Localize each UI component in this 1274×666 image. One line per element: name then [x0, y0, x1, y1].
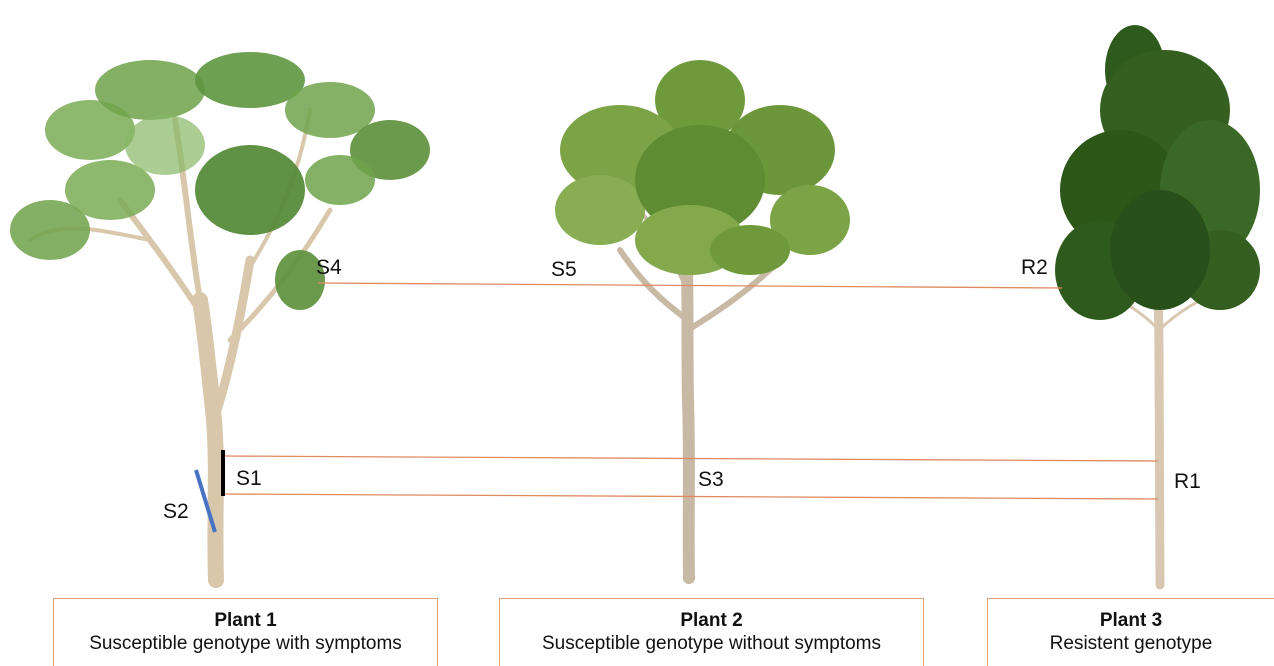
plant-1-title: Plant 1 [54, 610, 437, 632]
plant-1-tree [10, 52, 430, 580]
label-r1: R1 [1174, 470, 1201, 493]
plant-2-foliage [555, 60, 850, 275]
plant-3-title: Plant 3 [988, 610, 1274, 632]
plant-2-title: Plant 2 [500, 610, 923, 632]
plant-2-tree [555, 60, 850, 578]
label-s5: S5 [551, 258, 577, 281]
plant-3-foliage [1055, 25, 1260, 320]
plant-3-caption-box: Plant 3 Resistent genotype [987, 598, 1274, 666]
plant-3-tree [1055, 25, 1260, 585]
label-s3: S3 [698, 468, 724, 491]
label-s1: S1 [236, 467, 262, 490]
plant-3-description: Resistent genotype [988, 632, 1274, 656]
plant-2-caption-box: Plant 2 Susceptible genotype without sym… [499, 598, 924, 666]
label-s2: S2 [163, 500, 189, 523]
label-r2: R2 [1021, 256, 1048, 279]
plant-1-description: Susceptible genotype with symptoms [54, 632, 437, 656]
label-s4: S4 [316, 256, 342, 279]
plant-1-caption-box: Plant 1 Susceptible genotype with sympto… [53, 598, 438, 666]
plant-3-trunk [1100, 280, 1220, 585]
plant-2-description: Susceptible genotype without symptoms [500, 632, 923, 656]
plant-1-foliage [10, 52, 430, 310]
